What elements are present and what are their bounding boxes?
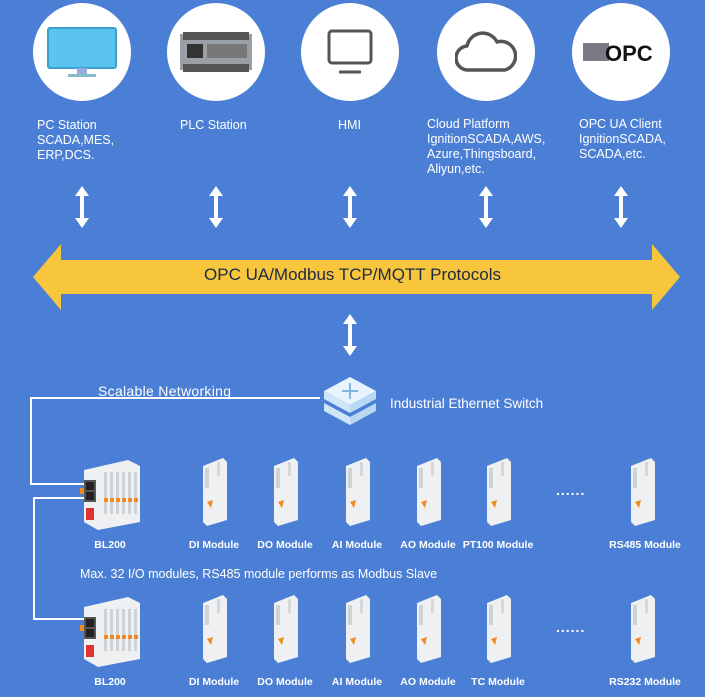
io-module-icon [274,458,298,526]
module-label: BL200 [94,676,126,688]
network-line [33,618,91,620]
module-label: AI Module [331,676,383,688]
io-module-icon [487,458,511,526]
bidirectional-arrow-icon [343,314,357,356]
station-label-plc: PLC Station [180,118,247,132]
module-label: RS485 Module [609,539,681,551]
module-label: PT100 Module [462,539,534,551]
bl200-coupler-icon [80,460,140,530]
station-opc: OPC [572,3,670,101]
station-label-hmi: HMI [338,118,361,132]
module-label: BL200 [94,539,126,551]
io-module-icon [346,595,370,663]
ethernet-switch-icon [324,377,376,425]
module-label: DI Module [188,539,240,551]
ellipsis: ...... [556,482,586,498]
io-module-icon [203,595,227,663]
bidirectional-arrow-icon [479,186,493,228]
network-line [30,397,320,399]
module-label: AI Module [331,539,383,551]
station-plc [167,3,265,101]
io-module-icon [417,595,441,663]
station-cloud [437,3,535,101]
io-module-icon [417,458,441,526]
bl200-coupler-icon [80,597,140,667]
network-line [30,397,32,484]
io-module-icon [346,458,370,526]
bidirectional-arrow-icon [343,186,357,228]
hmi-screen-icon [327,29,373,74]
opc-logo-icon: OPC [583,41,653,66]
scalable-networking-label: Scalable Networking [98,383,232,399]
protocol-band-arrow [33,244,680,310]
io-module-icon [487,595,511,663]
station-hmi [301,3,399,101]
io-module-icon [631,458,655,526]
module-label: RS232 Module [609,676,681,688]
bidirectional-arrow-icon [75,186,89,228]
io-module-icon [631,595,655,663]
ellipsis: ...... [556,619,586,635]
module-label: DI Module [188,676,240,688]
io-module-icon [203,458,227,526]
bidirectional-arrow-icon [209,186,223,228]
station-label-cloud: Cloud Platform IgnitionSCADA,AWS, Azure,… [427,117,546,176]
bidirectional-arrow-icon [614,186,628,228]
protocol-band-label: OPC UA/Modbus TCP/MQTT Protocols [204,265,501,284]
module-label: DO Module [257,676,313,688]
module-label: AO Module [400,539,456,551]
monitor-icon [47,27,117,77]
station-label-pc: PC Station SCADA,MES, ERP,DCS. [37,118,115,162]
modules-note: Max. 32 I/O modules, RS485 module perfor… [80,567,438,581]
station-label-opc: OPC UA Client IgnitionSCADA, SCADA,etc. [579,117,666,161]
network-line [33,497,35,619]
cloud-icon [455,31,517,72]
svg-text:OPC: OPC [605,41,653,66]
station-pc [33,3,131,101]
network-line [30,483,88,485]
switch-label: Industrial Ethernet Switch [390,396,544,411]
network-line [33,497,88,499]
module-label: DO Module [257,539,313,551]
module-label: TC Module [471,676,525,688]
module-label: AO Module [400,676,456,688]
plc-icon [180,32,252,72]
io-module-icon [274,595,298,663]
